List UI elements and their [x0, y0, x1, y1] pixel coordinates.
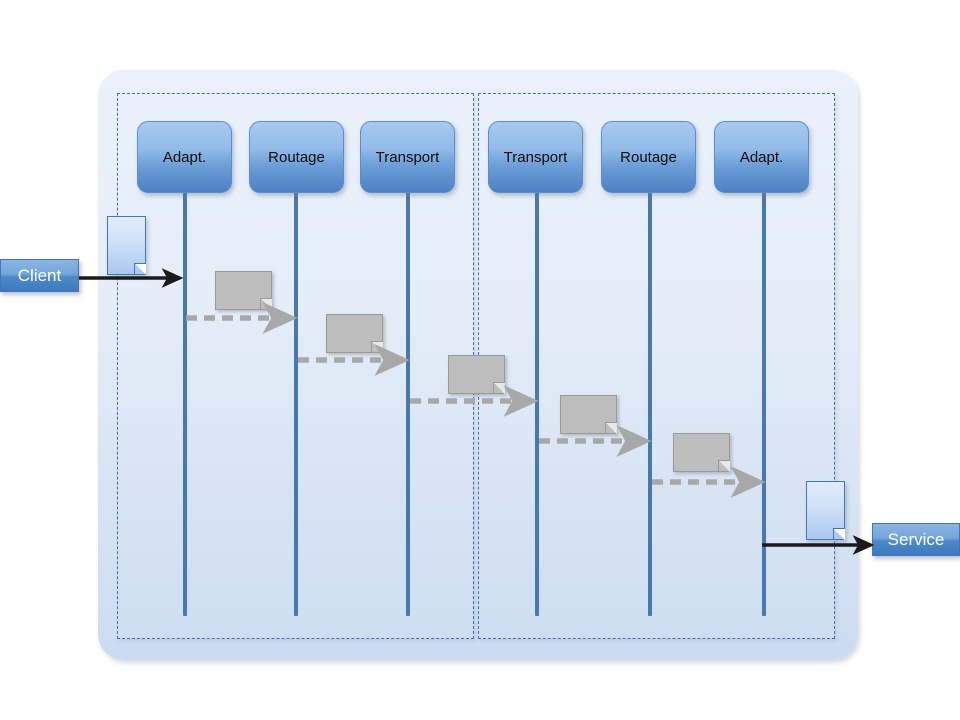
endpoint-label: Client	[17, 265, 62, 285]
lifeline-routage-right	[648, 192, 652, 616]
payload-document-client	[107, 216, 146, 275]
participant-label: Routage	[620, 148, 677, 166]
lifeline-adapt-right	[762, 192, 766, 616]
participant-transport-right[interactable]: Transport	[488, 121, 583, 193]
participant-label: Adapt.	[162, 148, 207, 166]
message-document-3	[448, 355, 505, 394]
lifeline-routage-left	[294, 192, 298, 616]
message-document-2	[326, 314, 383, 353]
participant-routage-right[interactable]: Routage	[601, 121, 696, 193]
participant-adapt-left[interactable]: Adapt.	[137, 121, 232, 193]
lifeline-adapt-left	[183, 192, 187, 616]
payload-document-service	[806, 481, 845, 540]
participant-label: Adapt.	[739, 148, 784, 166]
lifeline-transport-left	[406, 192, 410, 616]
participant-routage-left[interactable]: Routage	[249, 121, 344, 193]
message-document-5	[673, 433, 730, 472]
endpoint-label: Service	[887, 529, 945, 549]
endpoint-service[interactable]: Service	[872, 523, 960, 556]
participant-adapt-right[interactable]: Adapt.	[714, 121, 809, 193]
message-document-4	[560, 395, 617, 434]
participant-label: Routage	[268, 148, 325, 166]
participant-label: Transport	[503, 148, 568, 166]
participant-label: Transport	[375, 148, 440, 166]
endpoint-client[interactable]: Client	[0, 259, 79, 292]
participant-transport-left[interactable]: Transport	[360, 121, 455, 193]
